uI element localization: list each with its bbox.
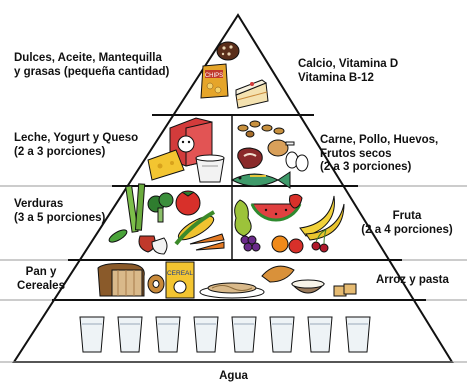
chips-bag-icon: CHIPS	[200, 63, 229, 99]
tomato-icon	[175, 190, 201, 216]
cake-slice-icon	[235, 79, 269, 109]
water-glass-icon	[193, 316, 219, 353]
label-grains-line1: Pan y	[25, 266, 57, 278]
water-glass-icon	[307, 316, 333, 353]
label-calcium: Calcio, Vitamina D Vitamina B-12	[298, 58, 398, 85]
nuts-icon	[237, 120, 285, 138]
broccoli-icon	[147, 192, 174, 223]
label-vegetables: Verduras (3 a 5 porciones)	[14, 198, 105, 225]
water-glass-icon	[117, 316, 143, 353]
carrot-icon	[189, 233, 225, 251]
label-fruit-line2: (2 a 4 porciones)	[361, 223, 453, 236]
pear-icon	[234, 199, 252, 237]
label-water: Agua	[219, 370, 248, 382]
pasta-plate-icon	[199, 282, 265, 299]
label-fruit-line1: Fruta	[392, 210, 422, 222]
label-vegetables-line1: Verduras	[14, 198, 64, 210]
peppers-icon	[138, 235, 168, 255]
label-dairy-line2: (2 a 3 porciones)	[14, 145, 106, 158]
water-glasses	[79, 316, 371, 353]
orange-icon	[271, 235, 304, 254]
label-vegetables-line2: (3 a 5 porciones)	[14, 211, 106, 224]
bagel-icon	[147, 274, 165, 294]
cheese-icon	[147, 149, 185, 181]
chips-bag-text: CHIPS	[205, 73, 223, 79]
label-meat-line2: Frutos secos	[320, 147, 392, 160]
label-dairy: Leche, Yogurt y Queso (2 a 3 porciones)	[14, 132, 138, 159]
label-meat-line3: (2 a 3 porciones)	[320, 161, 412, 173]
cereal-box-text: CEREAL	[167, 270, 193, 277]
banana-icon	[299, 195, 345, 241]
eggs-icon	[285, 151, 309, 172]
label-sweets-line2: y grasas (pequeña cantidad)	[14, 65, 170, 78]
water-glass-icon	[155, 316, 181, 353]
label-meat-line1: Carne, Pollo, Huevos,	[320, 134, 439, 146]
water-glass-icon	[79, 316, 105, 353]
label-grains: Pan y Cereales	[8, 266, 74, 293]
label-sweets-line1: Dulces, Aceite, Mantequilla	[14, 52, 162, 64]
corn-icon	[174, 210, 216, 246]
strawberries-icon	[289, 193, 303, 209]
chicken-leg-icon	[267, 139, 295, 157]
label-sweets: Dulces, Aceite, Mantequilla y grasas (pe…	[14, 52, 169, 79]
yogurt-cup-icon	[195, 154, 225, 183]
label-grains-line2: Cereales	[17, 279, 65, 292]
label-dairy-line1: Leche, Yogurt y Queso	[14, 132, 139, 144]
label-fruit: Fruta (2 a 4 porciones)	[352, 210, 462, 237]
peas-icon	[108, 229, 128, 243]
steak-icon	[237, 147, 263, 169]
cookie-icon	[216, 41, 240, 61]
celery-icon	[125, 183, 146, 233]
bread-loaf-icon	[97, 263, 145, 297]
label-meat: Carne, Pollo, Huevos, Frutos secos (2 a …	[320, 134, 438, 175]
fish-icon	[230, 171, 291, 189]
label-calcium-line2: Vitamina B-12	[298, 71, 374, 84]
cherries-icon	[311, 229, 329, 253]
croissant-icon	[261, 265, 295, 283]
water-glass-icon	[345, 316, 371, 353]
watermelon-icon	[250, 203, 302, 222]
label-rice-pasta: Arroz y pasta	[376, 274, 449, 286]
water-glass-icon	[269, 316, 295, 353]
label-calcium-line1: Calcio, Vitamina D	[298, 58, 399, 70]
cereal-box-icon: CEREAL	[165, 261, 195, 299]
water-glass-icon	[231, 316, 257, 353]
crackers-icon	[333, 283, 357, 297]
grapes-icon	[240, 235, 261, 252]
rice-bowl-icon	[290, 279, 326, 294]
